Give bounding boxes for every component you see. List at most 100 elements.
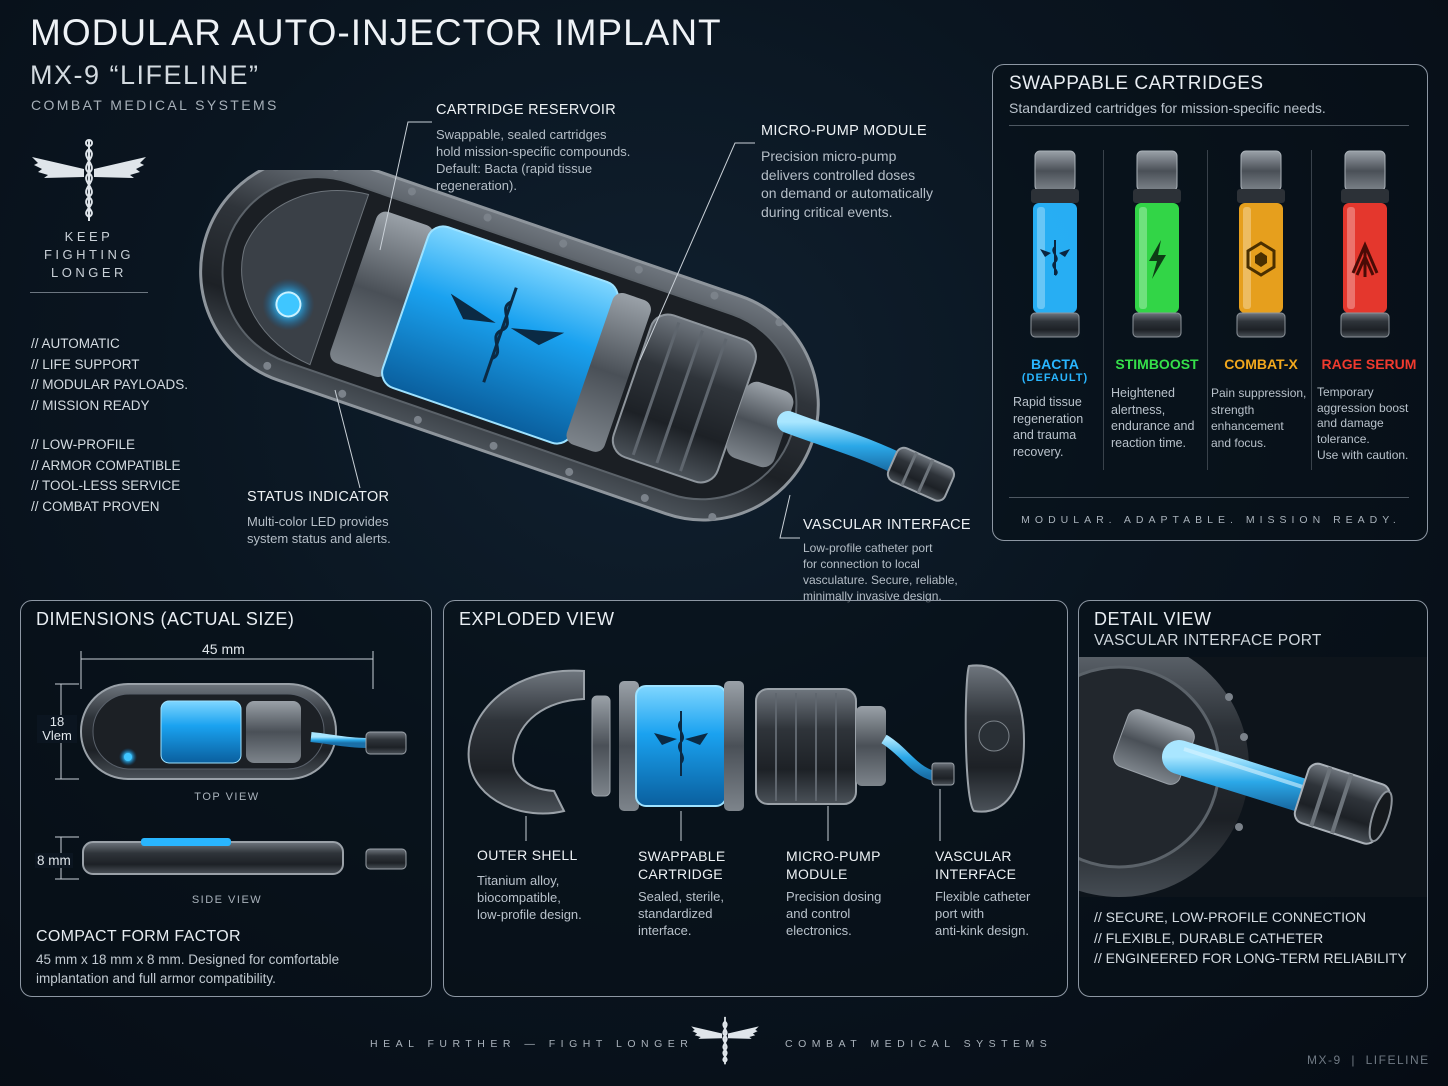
cartridge-card-rage-serum[interactable]: RAGE SERUM Temporary aggression boost an…: [1315, 145, 1423, 475]
part-line: Flexible catheter: [935, 889, 1031, 904]
callout-text: Low-profile catheter port for connection…: [803, 540, 993, 604]
callout-line: Precision micro-pump: [761, 148, 897, 164]
implant-hero-illustration: [199, 170, 956, 522]
desc-line: Pain suppression,: [1211, 386, 1307, 400]
cartridge-card-bacta[interactable]: BACTA (DEFAULT) Rapid tissue regeneratio…: [1005, 145, 1105, 475]
detail-closeup-image: [1079, 657, 1427, 897]
cartridges-title: SWAPPABLE CARTRIDGES: [1009, 73, 1264, 94]
callout-line: system status and alerts.: [247, 531, 391, 546]
top-view-label: TOP VIEW: [194, 791, 260, 803]
lightning-icon: [1149, 240, 1166, 279]
desc-line: strength: [1211, 402, 1255, 417]
part-line: Precision dosing: [786, 889, 882, 904]
feature-item: // LOW-PROFILE: [31, 437, 136, 452]
cartridge-default-tag: (DEFAULT): [1021, 372, 1089, 384]
exploded-part-vascular: VASCULAR INTERFACE Flexible catheter por…: [935, 847, 1065, 939]
caduceus-wings-icon: [32, 139, 146, 221]
desc-line: Rapid tissue: [1013, 395, 1082, 409]
callout-line: on demand or automatically: [761, 185, 933, 201]
part-text: Sealed, sterile, standardized interface.: [638, 888, 778, 939]
column-divider: [1103, 150, 1104, 470]
detail-features: // SECURE, LOW-PROFILE CONNECTION // FLE…: [1094, 907, 1407, 969]
cartridge-card-combat-x[interactable]: COMBAT-X Pain suppression, strength enha…: [1211, 145, 1311, 475]
part-text: Titanium alloy, biocompatible, low-profi…: [477, 872, 617, 923]
divider: [1009, 497, 1409, 498]
hexagon-shield-icon: [1246, 241, 1276, 277]
cartridge-desc: Pain suppression, strength enhancement a…: [1211, 385, 1311, 451]
desc-line: regeneration: [1013, 411, 1084, 426]
desc-line: alertness,: [1111, 402, 1166, 417]
dimensions-title: DIMENSIONS (ACTUAL SIZE): [36, 609, 295, 629]
form-factor-text: 45 mm x 18 mm x 8 mm. Designed for comfo…: [36, 950, 339, 988]
callout-title: MICRO-PUMP MODULE: [761, 123, 927, 139]
exploded-part-pump: MICRO-PUMP MODULE Precision dosing and c…: [786, 847, 926, 939]
desc-line: reaction time.: [1111, 435, 1187, 450]
desc-line: tolerance.: [1317, 432, 1370, 447]
form-factor-title: COMPACT FORM FACTOR: [36, 928, 241, 945]
desc-line: and focus.: [1211, 435, 1267, 450]
feature-list-2: // LOW-PROFILE // ARMOR COMPATIBLE // TO…: [31, 435, 181, 517]
motto-line: LONGER: [51, 265, 127, 280]
part-title: MICRO-PUMP MODULE: [786, 847, 926, 883]
column-divider: [1311, 150, 1312, 470]
callout-line: hold mission-specific compounds.: [436, 144, 631, 159]
part-title: OUTER SHELL: [477, 847, 578, 863]
outer-shell-part: [467, 669, 585, 815]
desc-line: endurance and: [1111, 419, 1195, 433]
dimensions-panel: DIMENSIONS (ACTUAL SIZE) 45 mm 18: [20, 600, 432, 997]
cartridge-name: STIMBOOST: [1115, 356, 1199, 372]
height-label: 18 Vlem: [37, 715, 77, 743]
page-title: MODULAR AUTO-INJECTOR IMPLANT: [30, 12, 722, 53]
detail-title: DETAIL VIEW: [1094, 609, 1212, 629]
side-view-label: SIDE VIEW: [191, 894, 263, 906]
model-name: MX-9 “LIFELINE”: [30, 60, 260, 90]
column-divider: [1207, 150, 1208, 470]
cartridge-vial-combat-x: [1236, 150, 1286, 338]
desc-line: and trauma: [1013, 428, 1077, 442]
motto-line: FIGHTING: [43, 247, 135, 262]
callout-text: Multi-color LED provides system status a…: [247, 513, 447, 547]
desc-line: Heightened: [1111, 386, 1175, 400]
part-line: standardized: [638, 906, 713, 921]
cartridge-desc: Rapid tissue regeneration and trauma rec…: [1005, 394, 1105, 460]
desc-line: Use with caution.: [1317, 447, 1409, 462]
part-line: electronics.: [786, 923, 852, 938]
motto: KEEP FIGHTING LONGER: [30, 228, 148, 282]
callout-line: Default: Bacta (rapid tissue: [436, 161, 593, 176]
form-line: 45 mm x 18 mm x 8 mm. Designed for comfo…: [36, 952, 340, 967]
cartridge-name: COMBAT-X: [1224, 356, 1298, 372]
desc-line: and damage: [1317, 416, 1384, 431]
depth-label: 8 mm: [35, 853, 73, 868]
cartridge-card-stimboost[interactable]: STIMBOOST Heightened alertness, enduranc…: [1107, 145, 1207, 475]
part-text: Precision dosing and control electronics…: [786, 888, 926, 939]
desc-line: Temporary: [1317, 385, 1374, 399]
motto-line: KEEP: [64, 229, 114, 244]
cartridge-desc: Heightened alertness, endurance and reac…: [1107, 385, 1207, 451]
callout-cartridge-reservoir: CARTRIDGE RESERVOIR Swappable, sealed ca…: [436, 102, 676, 194]
feature-item: // MISSION READY: [31, 397, 150, 413]
width-label: 45 mm: [202, 641, 245, 657]
callout-line: regeneration).: [436, 178, 517, 193]
division-name: COMBAT MEDICAL SYSTEMS: [31, 97, 279, 113]
form-line: implantation and full armor compatibilit…: [36, 971, 276, 986]
callout-line: for connection to local: [803, 557, 920, 571]
footer-corner-id: MX-9 | LIFELINE: [1307, 1053, 1430, 1067]
part-title-line: SWAPPABLE: [638, 848, 726, 864]
exploded-part-cartridge: SWAPPABLE CARTRIDGE Sealed, sterile, sta…: [638, 847, 778, 939]
callout-title: VASCULAR INTERFACE: [803, 517, 971, 533]
cartridge-vial-rage-serum: [1340, 150, 1390, 338]
part-title-line: CARTRIDGE: [638, 866, 723, 882]
desc-line: aggression boost: [1317, 400, 1409, 415]
callout-line: Multi-color LED provides: [247, 514, 389, 529]
part-title-line: VASCULAR: [935, 848, 1012, 864]
detail-feature-item: // ENGINEERED FOR LONG-TERM RELIABILITY: [1094, 950, 1407, 966]
cartridges-subtitle: Standardized cartridges for mission-spec…: [1009, 100, 1326, 116]
callout-micro-pump: MICRO-PUMP MODULE Precision micro-pump d…: [761, 123, 981, 221]
callout-leader-lines: [334, 121, 800, 539]
feature-item: // AUTOMATIC: [31, 336, 120, 351]
desc-line: enhancement: [1211, 419, 1284, 433]
divider: [1009, 125, 1409, 126]
part-line: biocompatible,: [477, 890, 561, 905]
detail-subtitle: VASCULAR INTERFACE PORT: [1094, 632, 1322, 649]
part-line: Titanium alloy,: [477, 873, 560, 888]
